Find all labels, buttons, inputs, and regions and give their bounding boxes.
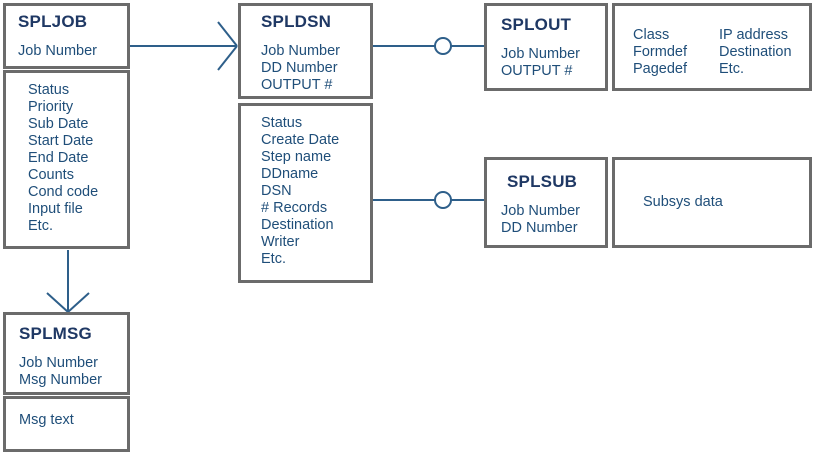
key-item: Job Number	[501, 46, 580, 62]
attribute-item: Etc.	[28, 218, 53, 234]
entity-splsub-keys: Job Number DD Number	[501, 203, 580, 237]
entity-splout-body[interactable]: Class Formdef Pagedef IP address Destina…	[612, 3, 812, 91]
attribute-item: End Date	[28, 150, 89, 166]
key-item: DD Number	[261, 60, 338, 76]
entity-splmsg-attributes: Msg text	[19, 412, 74, 429]
entity-spldsn-attributes: Status Create Date Step name DDname DSN …	[261, 115, 339, 268]
entity-spldsn-title: SPLDSN	[261, 12, 332, 31]
attribute-item: Class	[633, 27, 670, 43]
optional-circle-splout	[434, 37, 452, 55]
key-item: Msg Number	[19, 372, 102, 388]
crowsfoot-splmsg-left	[46, 292, 69, 313]
key-item: OUTPUT #	[261, 77, 333, 93]
attribute-item: Input file	[28, 201, 83, 217]
entity-splmsg-body[interactable]: Msg text	[3, 396, 130, 452]
attribute-item: Subsys data	[643, 194, 723, 210]
entity-splsub-header[interactable]: SPLSUB Job Number DD Number	[484, 157, 608, 248]
attribute-item: Msg text	[19, 412, 74, 428]
crowsfoot-spldsn-bottom	[217, 45, 238, 71]
attribute-item: Status	[261, 115, 303, 131]
entity-spljob-body[interactable]: Status Priority Sub Date Start Date End …	[3, 70, 130, 249]
entity-spljob-title: SPLJOB	[18, 12, 88, 31]
entity-splmsg-header[interactable]: SPLMSG Job Number Msg Number	[3, 312, 130, 395]
entity-spldsn-body[interactable]: Status Create Date Step name DDname DSN …	[238, 103, 373, 283]
crowsfoot-spldsn-top	[217, 21, 238, 47]
attribute-item: IP address	[719, 27, 789, 43]
attribute-item: Destination	[261, 217, 334, 233]
attribute-item: Counts	[28, 167, 74, 183]
entity-splsub-body[interactable]: Subsys data	[612, 157, 812, 248]
entity-splmsg-title: SPLMSG	[19, 324, 92, 343]
entity-spldsn-keys: Job Number DD Number OUTPUT #	[261, 43, 340, 94]
entity-splout-attributes-col1: Class Formdef Pagedef	[633, 27, 687, 78]
attribute-item: Sub Date	[28, 116, 89, 132]
entity-splout-header[interactable]: SPLOUT Job Number OUTPUT #	[484, 3, 608, 91]
attribute-item: Destination	[719, 44, 792, 60]
entity-splout-keys: Job Number OUTPUT #	[501, 46, 580, 80]
entity-splsub-title: SPLSUB	[507, 172, 578, 191]
entity-spldsn-header[interactable]: SPLDSN Job Number DD Number OUTPUT #	[238, 3, 373, 99]
attribute-item: Etc.	[261, 251, 286, 267]
attribute-item: Cond code	[28, 184, 99, 200]
attribute-item: # Records	[261, 200, 328, 216]
key-item: Job Number	[261, 43, 340, 59]
entity-splout-attributes-col2: IP address Destination Etc.	[719, 27, 792, 78]
entity-spljob-key-0: Job Number	[18, 43, 97, 59]
attribute-item: Step name	[261, 149, 332, 165]
attribute-item: Status	[28, 82, 70, 98]
attribute-item: Formdef	[633, 44, 687, 60]
attribute-item: Writer	[261, 234, 300, 250]
entity-spljob-attributes: Status Priority Sub Date Start Date End …	[28, 82, 98, 235]
attribute-item: Priority	[28, 99, 74, 115]
entity-spljob-header[interactable]: SPLJOB Job Number	[3, 3, 130, 69]
key-item: Job Number	[501, 203, 580, 219]
attribute-item: Start Date	[28, 133, 94, 149]
key-item: DD Number	[501, 220, 578, 236]
crowsfoot-splmsg-right	[67, 292, 90, 313]
entity-splsub-attributes: Subsys data	[643, 194, 723, 211]
key-item: Job Number	[19, 355, 98, 371]
attribute-item: DSN	[261, 183, 292, 199]
entity-splout-title: SPLOUT	[501, 15, 572, 34]
attribute-item: Create Date	[261, 132, 340, 148]
attribute-item: DDname	[261, 166, 319, 182]
entity-splmsg-keys: Job Number Msg Number	[19, 355, 102, 389]
attribute-item: Pagedef	[633, 61, 688, 77]
attribute-item: Etc.	[719, 61, 744, 77]
key-item: OUTPUT #	[501, 63, 573, 79]
optional-circle-splsub	[434, 191, 452, 209]
